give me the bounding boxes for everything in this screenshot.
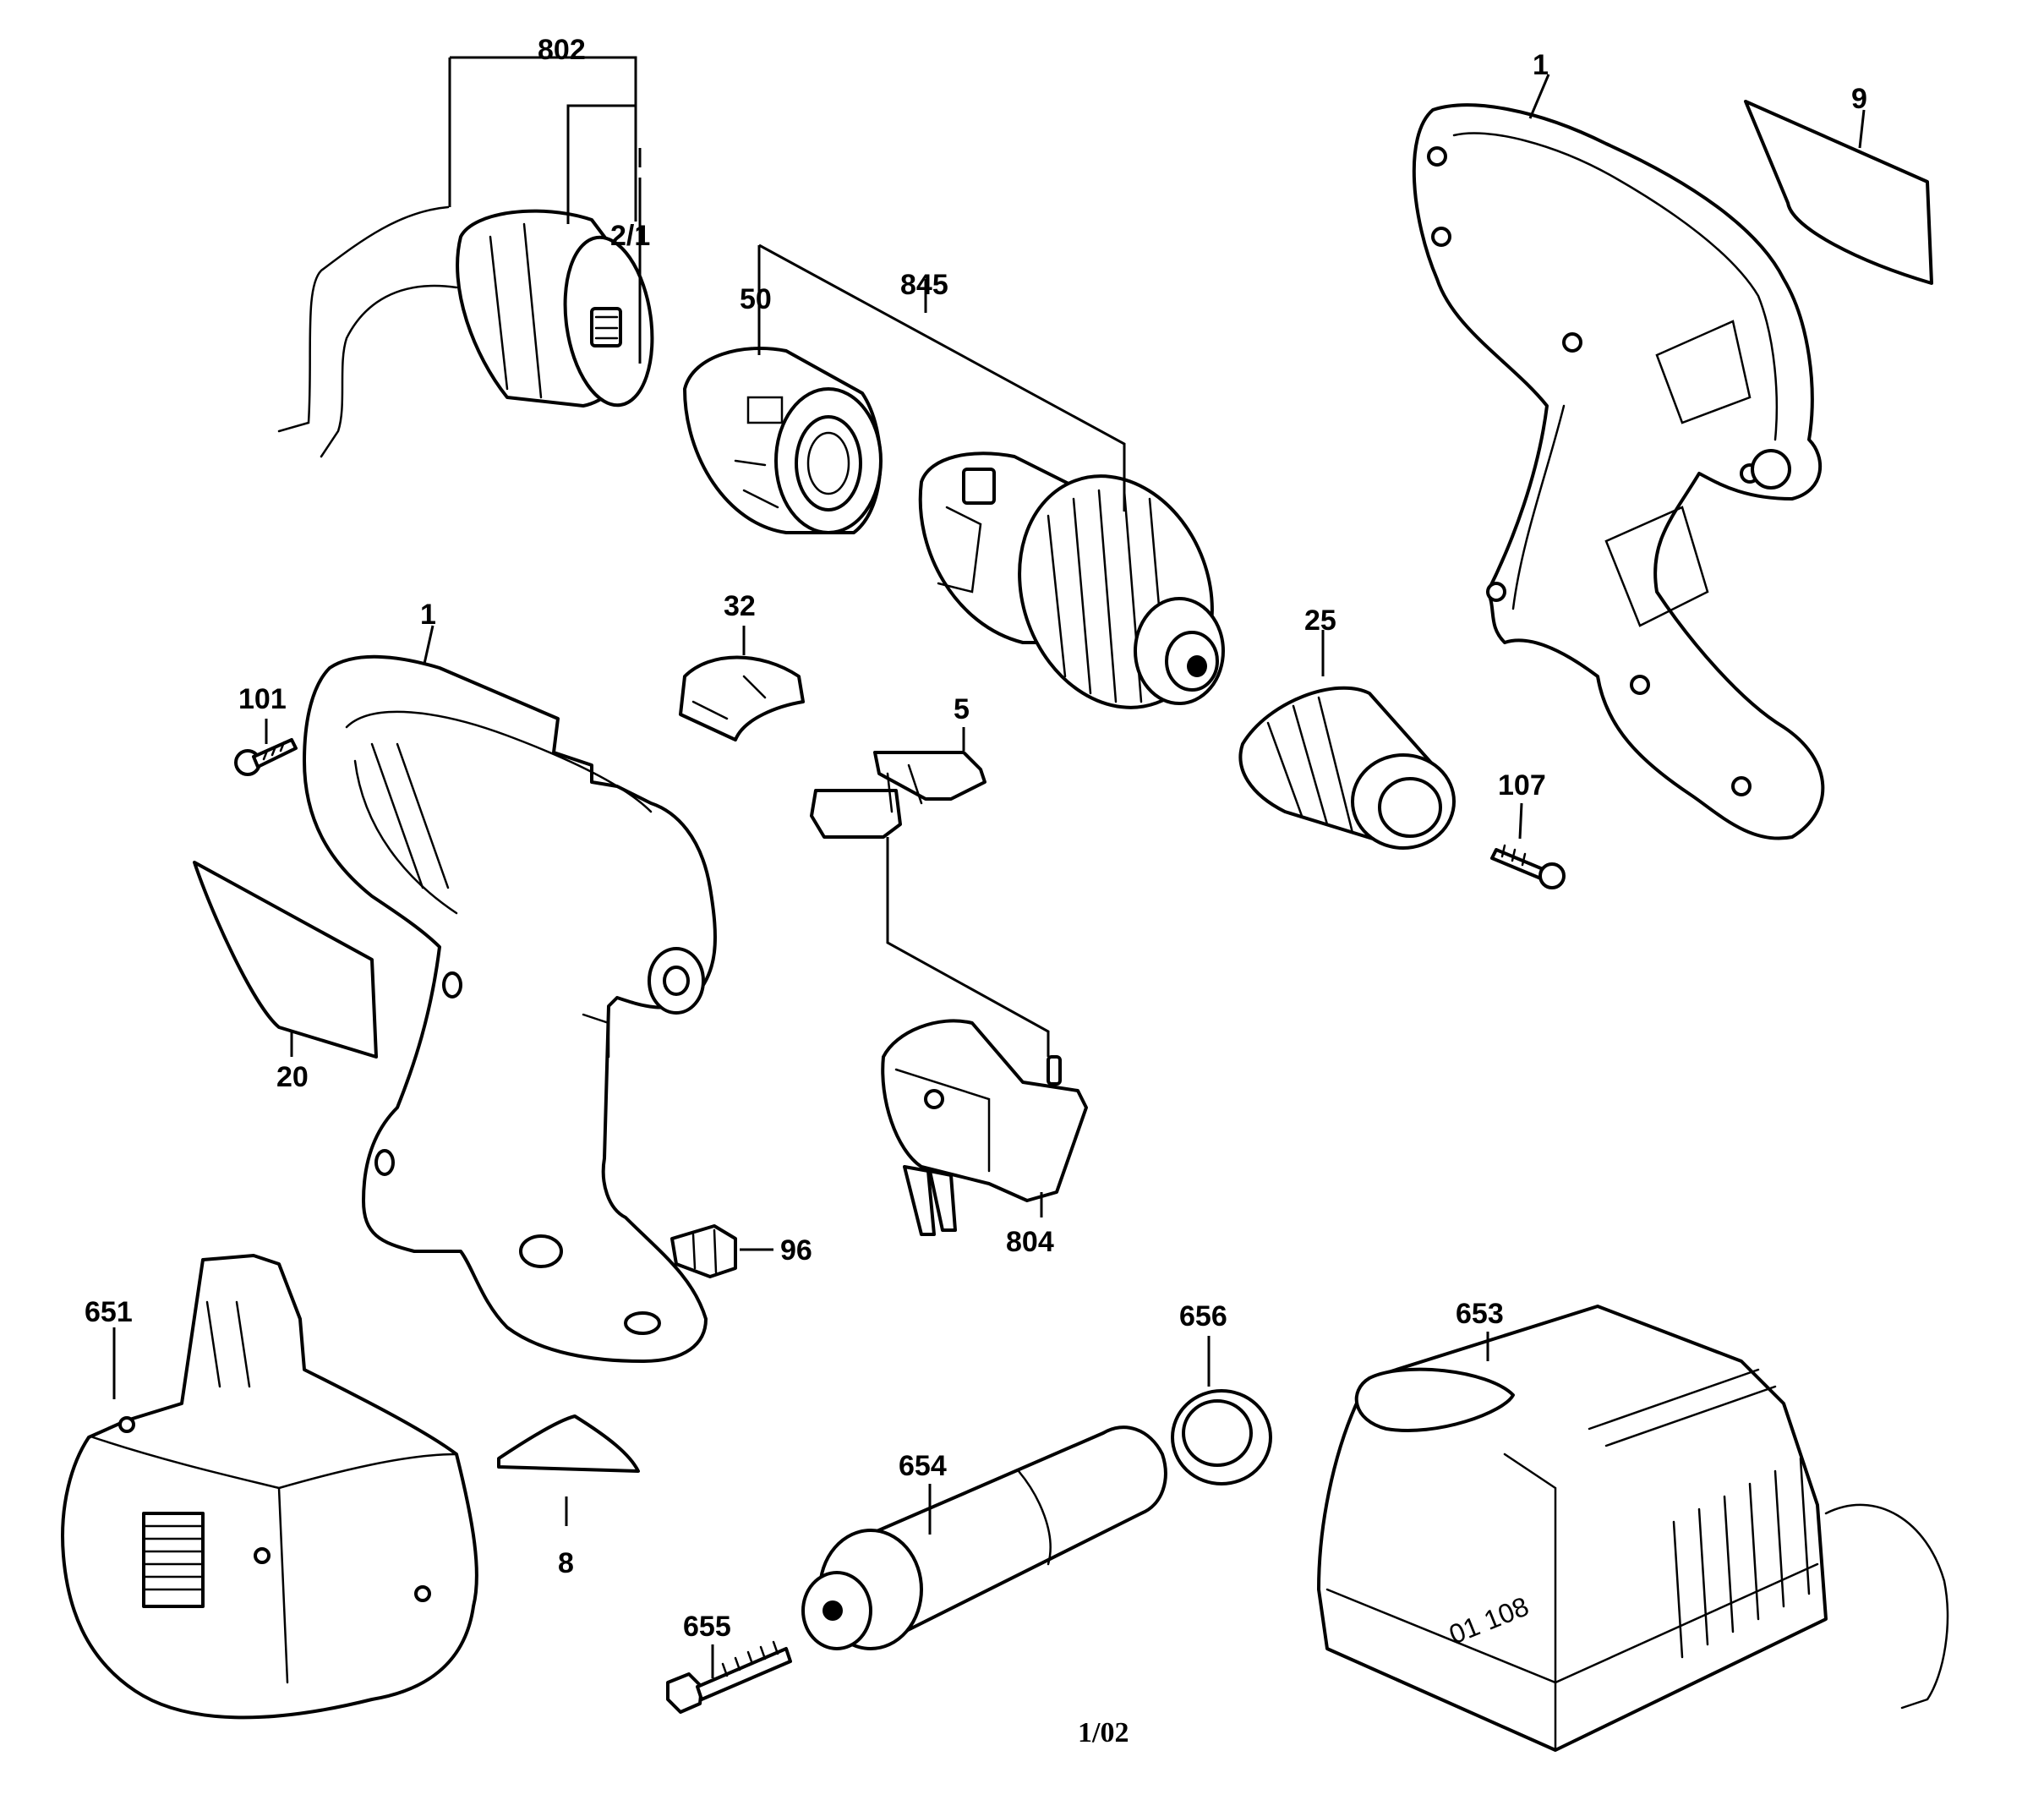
part-label-25: 25 xyxy=(1304,605,1336,637)
part-label-9: 9 xyxy=(1851,83,1867,115)
part-label-32: 32 xyxy=(724,590,756,622)
gearbox-assembly-845 xyxy=(918,451,1225,709)
part-label-5: 5 xyxy=(954,693,970,725)
screw-107 xyxy=(1490,844,1566,889)
screw-101 xyxy=(234,738,298,776)
bolt-655 xyxy=(666,1640,792,1714)
part-label-8: 8 xyxy=(558,1547,574,1579)
part-label-2-1: 2/1 xyxy=(610,220,650,252)
gear-housing-50 xyxy=(683,347,883,534)
switch-804 xyxy=(881,1019,1088,1236)
housing-half-left-1 xyxy=(303,654,717,1363)
ring-656 xyxy=(1171,1389,1272,1485)
part-label-845: 845 xyxy=(900,269,948,301)
housing-half-right-1 xyxy=(1412,103,1825,840)
part-label-101: 101 xyxy=(238,683,287,715)
switch-lever-5 xyxy=(810,751,986,839)
motor-802 xyxy=(277,205,654,458)
part-label-96: 96 xyxy=(780,1234,812,1267)
part-label-653: 653 xyxy=(1456,1298,1504,1330)
keyless-chuck-25 xyxy=(1238,686,1456,850)
clip-96 xyxy=(670,1224,737,1278)
part-label-655: 655 xyxy=(683,1611,731,1643)
label-plate-20 xyxy=(193,861,378,1059)
label-plate-8 xyxy=(497,1414,640,1473)
part-label-1-left: 1 xyxy=(420,599,436,631)
leader-lines xyxy=(112,56,1866,1678)
part-label-1-right: 1 xyxy=(1533,49,1549,81)
part-label-656: 656 xyxy=(1179,1300,1227,1332)
part-label-654: 654 xyxy=(899,1450,947,1482)
part-label-20: 20 xyxy=(276,1061,309,1093)
battery-pack-651 xyxy=(61,1254,478,1720)
part-label-50: 50 xyxy=(740,283,772,315)
aux-handle-654 xyxy=(801,1425,1167,1650)
label-plate-9 xyxy=(1744,100,1933,285)
charger-653: 01 108 xyxy=(1317,1305,1949,1752)
footer-code: 1/02 xyxy=(1078,1717,1129,1748)
part-label-802: 802 xyxy=(538,34,586,66)
part-label-107: 107 xyxy=(1498,769,1546,802)
slide-cover-32 xyxy=(679,655,805,741)
part-label-651: 651 xyxy=(85,1296,133,1328)
part-label-804: 804 xyxy=(1006,1226,1054,1258)
